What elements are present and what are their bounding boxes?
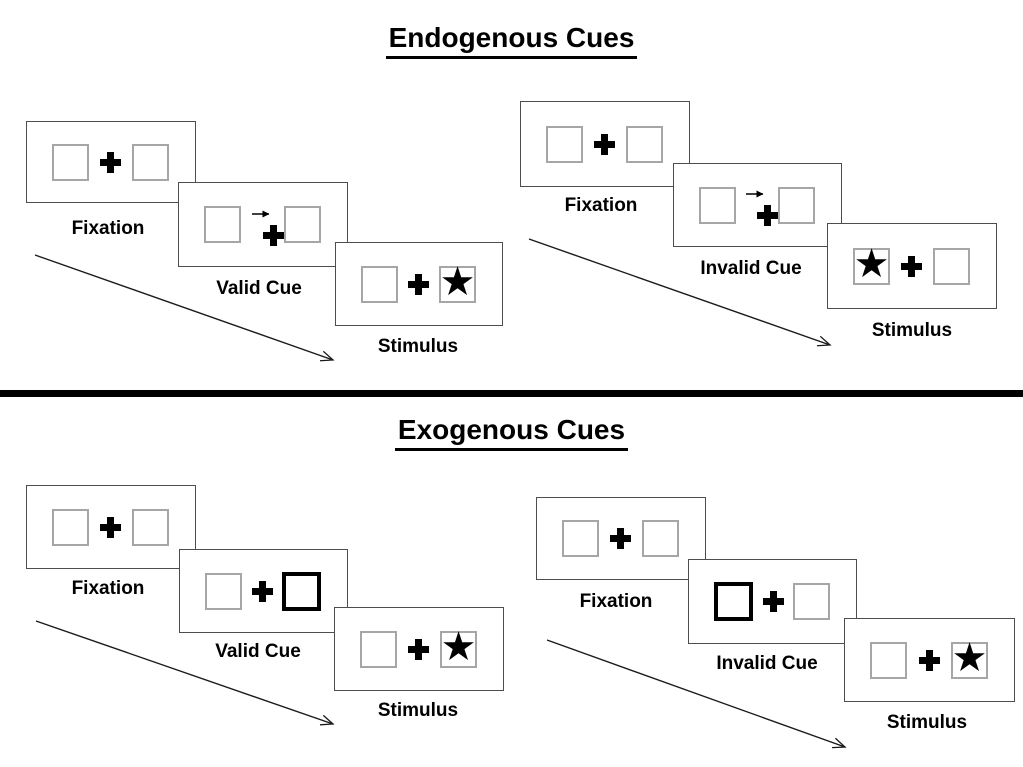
placeholder-box-left (52, 143, 89, 181)
fixation-cross-icon (408, 638, 429, 660)
placeholder-box-left (204, 206, 241, 243)
exo-valid-fixation-panel (26, 485, 196, 569)
placeholder-box-left (360, 630, 397, 668)
exo-invalid-cue-panel (688, 559, 857, 644)
star-icon: ★ (853, 242, 890, 286)
star-icon: ★ (440, 625, 477, 669)
star-icon: ★ (951, 636, 988, 680)
section-title-endogenous: Endogenous Cues (0, 22, 1023, 59)
stimulus-label: Stimulus (886, 712, 968, 733)
placeholder-box-right (132, 508, 169, 546)
endo-invalid-stimulus-panel: ★ (827, 223, 997, 309)
fixation-label: Fixation (579, 591, 653, 612)
stimulus-label: Stimulus (377, 336, 459, 357)
fixation-label: Fixation (564, 195, 638, 216)
placeholder-box-right (793, 583, 830, 620)
placeholder-box-right (132, 143, 169, 181)
placeholder-box-right (778, 186, 815, 224)
exo-valid-cue-panel (179, 549, 348, 633)
timeline-arrow-icon (34, 254, 335, 362)
placeholder-box-left (562, 520, 599, 557)
placeholder-box-left (699, 186, 736, 224)
endo-valid-cue-panel (178, 182, 348, 267)
fixation-cross-icon (100, 151, 121, 173)
highlight-cue-box-left (714, 582, 753, 621)
target-box-left: ★ (853, 244, 890, 285)
target-box-right: ★ (440, 627, 477, 668)
endo-valid-fixation-panel (26, 121, 196, 203)
cue-label: Valid Cue (216, 278, 302, 299)
cue-direction-arrow-icon (746, 190, 764, 198)
target-box-right: ★ (951, 638, 988, 679)
endo-invalid-cue-panel (673, 163, 842, 247)
fixation-cross-icon (100, 516, 121, 538)
cue-direction-arrow-icon (251, 210, 269, 217)
fixation-cross-icon (918, 649, 940, 671)
exo-invalid-stimulus-panel: ★ (844, 618, 1015, 702)
placeholder-box-left (870, 641, 907, 679)
section-title-text: Endogenous Cues (385, 22, 638, 59)
placeholder-box-left (361, 265, 398, 303)
cue-label: Invalid Cue (700, 258, 802, 279)
fixation-cross-icon (762, 591, 784, 612)
stimulus-label: Stimulus (871, 320, 953, 341)
placeholder-box-left (546, 125, 583, 163)
endo-valid-stimulus-panel: ★ (335, 242, 503, 326)
placeholder-box-right (933, 247, 970, 285)
fixation-cross-icon (594, 133, 615, 155)
fixation-cross-icon (610, 528, 631, 549)
section-title-text: Exogenous Cues (394, 414, 629, 451)
placeholder-box-right (284, 206, 321, 243)
section-divider (0, 390, 1023, 397)
star-icon: ★ (439, 260, 476, 304)
cue-label: Invalid Cue (716, 653, 818, 674)
fixation-label: Fixation (71, 578, 145, 599)
stimulus-label: Stimulus (377, 700, 459, 721)
placeholder-box-right (626, 125, 663, 163)
exo-valid-stimulus-panel: ★ (334, 607, 504, 691)
target-box-right: ★ (439, 262, 476, 303)
endo-invalid-fixation-panel (520, 101, 690, 187)
fixation-cross-icon (408, 273, 429, 295)
fixation-label: Fixation (71, 218, 145, 239)
timeline-arrow-icon (35, 620, 335, 726)
highlight-cue-box-right (282, 571, 321, 611)
placeholder-box-left (205, 572, 242, 610)
section-title-exogenous: Exogenous Cues (0, 414, 1023, 451)
timeline-arrow-icon (528, 238, 832, 347)
timeline-arrow-icon (546, 639, 847, 749)
fixation-cross-icon (251, 580, 273, 602)
exo-invalid-fixation-panel (536, 497, 706, 580)
fixation-cross-icon (901, 255, 922, 277)
placeholder-box-right (642, 520, 679, 557)
cue-label: Valid Cue (215, 641, 301, 662)
placeholder-box-left (52, 508, 89, 546)
